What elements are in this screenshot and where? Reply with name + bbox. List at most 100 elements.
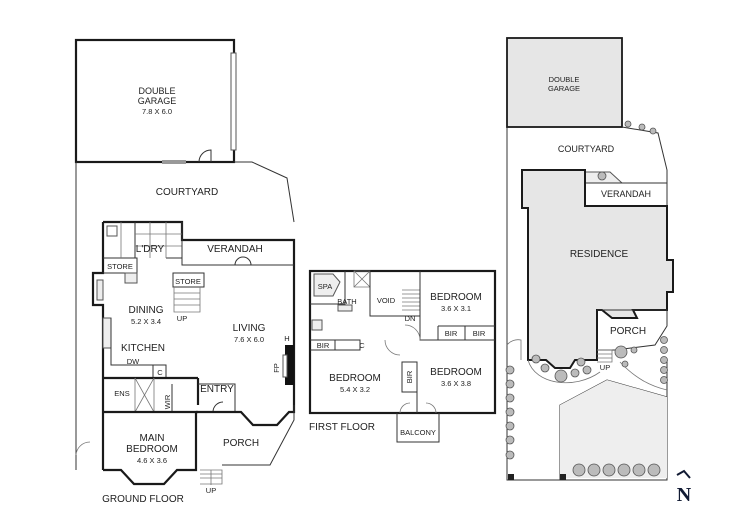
stairs-up: [173, 287, 201, 313]
balcony-label: BALCONY: [400, 428, 436, 437]
tree-icon: [505, 450, 515, 460]
site-porch-label: PORCH: [610, 326, 646, 337]
bedroom-ne-dims: 3.6 X 3.1: [441, 304, 471, 313]
tree-icon: [587, 463, 601, 477]
living-dims: 7.6 X 6.0: [234, 335, 264, 344]
verandah-wall: [181, 240, 294, 266]
trees: [505, 336, 668, 477]
laundry-label: L'DRY: [136, 244, 165, 255]
ground-floor-plan: [74, 38, 296, 486]
tree-icon: [505, 407, 515, 417]
sink-icon: [124, 272, 138, 284]
store-2-walls: [172, 272, 205, 288]
tree-icon: [660, 376, 668, 384]
courtyard-boundary-east: [234, 161, 295, 223]
bir-1-label: BIR: [445, 329, 458, 338]
porch-boundary: [222, 405, 295, 466]
bath-walls: [310, 271, 346, 305]
gate-post-2: [560, 474, 566, 480]
garage-label-2: GARAGE: [138, 96, 177, 106]
shrub-icon: [649, 127, 657, 135]
bir-2-label: BIR: [473, 329, 486, 338]
garage-window: [162, 160, 186, 164]
garage-side-door: [198, 149, 212, 163]
pantry-label: C: [157, 368, 163, 377]
first-floor-caption: FIRST FLOOR: [309, 422, 375, 433]
dishwasher-label: DW: [127, 357, 140, 366]
spa-label: SPA: [318, 282, 332, 291]
tree-icon: [660, 336, 668, 344]
tree-icon: [540, 363, 550, 373]
porch-steps-up-label: UP: [206, 486, 216, 495]
shrub-icon: [638, 123, 646, 131]
spa-icon: [313, 273, 341, 297]
main-bedroom-bay-wall: [103, 412, 198, 486]
bedroom-ne-label: BEDROOM: [430, 292, 482, 303]
first-floor-plan: [308, 269, 497, 443]
tree-icon: [505, 379, 515, 389]
bath-label: BATH: [337, 297, 356, 306]
kitchen-sink-icon: [102, 317, 112, 349]
laundry-tiles: [120, 222, 182, 258]
tree-icon: [572, 463, 586, 477]
shrub-icon: [597, 171, 607, 181]
tree-icon: [505, 421, 515, 431]
stairs-up-label: UP: [177, 314, 187, 323]
tree-icon: [632, 463, 646, 477]
site-verandah-label: VERANDAH: [601, 189, 651, 199]
toilet-icon: [311, 319, 323, 331]
ensuite-label: ENS: [114, 389, 129, 398]
garage-label-1: DOUBLE: [138, 86, 175, 96]
tree-icon: [505, 365, 515, 375]
tree-icon: [660, 356, 668, 364]
bedroom-se-label: BEDROOM: [430, 367, 482, 378]
ground-floor-caption: GROUND FLOOR: [102, 494, 184, 505]
main-bedroom-label-2: BEDROOM: [126, 444, 178, 455]
wir-label: WIR: [163, 394, 172, 409]
north-label: N: [677, 484, 692, 506]
north-arrow: N: [676, 469, 692, 506]
tree-icon: [647, 463, 661, 477]
entry-label: ENTRY: [200, 384, 234, 395]
main-bedroom-label-1: MAIN: [140, 433, 165, 444]
bedroom-w-dims: 5.4 X 3.2: [340, 385, 370, 394]
ensuite-walls: [101, 376, 200, 470]
vanity-icon: [337, 304, 353, 312]
store-1-walls: [103, 257, 138, 274]
main-bedroom-dims: 4.6 X 3.6: [137, 456, 167, 465]
entry-walls: [198, 383, 236, 412]
residence-footprint: [521, 169, 674, 369]
shower-icon: [353, 270, 371, 288]
tree-icon: [614, 345, 628, 359]
house-wall-west: [91, 222, 105, 378]
site-courtyard-label: COURTYARD: [558, 144, 615, 154]
tree-icon: [660, 346, 668, 354]
shower-icon: [134, 377, 155, 413]
garage-door: [230, 52, 237, 151]
balcony-doors: [399, 402, 437, 414]
toilet-icon: [106, 225, 118, 237]
entry-door: [200, 401, 226, 413]
store-2-label: STORE: [175, 277, 201, 286]
side-gate: [506, 339, 522, 360]
hearth: [282, 354, 288, 378]
tree-icon: [602, 463, 616, 477]
tree-icon: [570, 368, 580, 378]
kitchen-label: KITCHEN: [121, 343, 165, 354]
site-plan: [506, 37, 674, 481]
store-1-label: STORE: [107, 262, 133, 271]
balcony-walls: [396, 413, 440, 443]
laundry-wall-east: [166, 222, 183, 259]
verandah-doors: [234, 256, 252, 266]
door-arc-2: [404, 324, 421, 341]
gate-post: [508, 474, 514, 480]
bir-3-label: BIR: [317, 341, 330, 350]
first-floor-walls: [308, 269, 497, 415]
dining-label: DINING: [129, 305, 164, 316]
site-garage-label-1: DOUBLE: [549, 75, 580, 84]
stairs-down: [402, 289, 421, 316]
porch-bay-wall: [196, 405, 296, 427]
bedroom-se-dims: 3.6 X 3.8: [441, 379, 471, 388]
garden-bed-edge: [527, 359, 601, 384]
